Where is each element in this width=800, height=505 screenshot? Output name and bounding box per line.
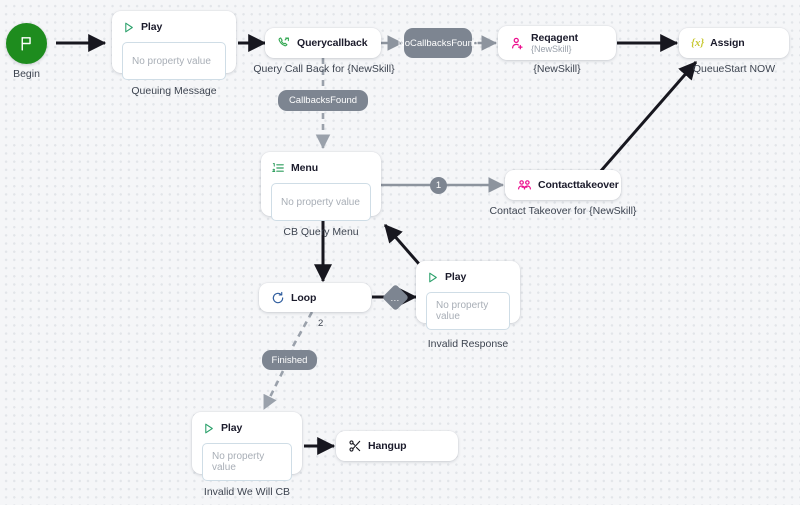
caption-invalid-we-will-cb: Invalid We Will CB	[203, 486, 291, 498]
play-icon	[122, 21, 135, 34]
node-title: Contacttakeover	[538, 179, 619, 191]
property-field[interactable]: No property value	[202, 443, 292, 481]
property-field[interactable]: No property value	[271, 183, 371, 221]
caption-queuing-message: Queuing Message	[131, 85, 217, 97]
flag-icon	[18, 35, 35, 52]
node-header: Play	[202, 420, 292, 436]
caption-cb-query-menu: CB Query Menu	[283, 226, 359, 238]
node-header: Loop	[271, 290, 316, 306]
badge-loop-default-label: ...	[390, 292, 401, 303]
person-plus-icon	[510, 36, 525, 51]
node-header: Querycallback	[277, 35, 368, 51]
scissors-icon	[348, 439, 362, 453]
badge-loop-default: ...	[382, 284, 409, 311]
badge-no-callbacks-found: NoCallbacksFound	[398, 28, 478, 58]
edge-finished-to-invalid-we-will-cb	[262, 370, 285, 410]
variable-icon: {x}	[691, 37, 705, 49]
node-cb-query-menu[interactable]: Menu No property value	[261, 152, 381, 221]
caption-invalid-response: Invalid Response	[427, 338, 509, 350]
node-header: Contacttakeover	[517, 177, 619, 193]
node-title: Assign	[710, 37, 745, 49]
phone-callback-icon	[277, 36, 291, 50]
loop-icon	[271, 291, 285, 305]
node-title: Play	[141, 21, 163, 33]
node-queuing-message[interactable]: Play No property value	[112, 11, 236, 80]
caption-querycallback: Query Call Back for {NewSkill}	[253, 63, 395, 75]
node-invalid-we-will-cb[interactable]: Play No property value	[192, 412, 302, 481]
node-header: {x} Assign	[691, 35, 745, 51]
node-title: Play	[445, 271, 467, 283]
badge-menu-option-1: 1	[430, 177, 447, 194]
node-subtitle: {NewSkill}	[531, 44, 572, 54]
badge-callbacks-found: CallbacksFound	[278, 90, 368, 111]
property-field[interactable]: No property value	[426, 292, 510, 330]
node-contacttakeover[interactable]: Contacttakeover	[505, 170, 621, 200]
play-icon	[426, 271, 439, 284]
node-invalid-response[interactable]: Play No property value	[416, 261, 520, 330]
edge-loop-to-finished	[290, 311, 314, 349]
node-loop[interactable]: Loop	[259, 283, 371, 312]
property-placeholder: No property value	[132, 55, 211, 67]
node-title-block: Reqagent {NewSkill}	[531, 32, 578, 54]
property-field[interactable]: No property value	[122, 42, 226, 80]
numbered-list-icon	[271, 161, 285, 175]
edge-label-loop-two: 2	[318, 318, 324, 329]
node-header: Menu	[271, 160, 371, 176]
node-title: Reqagent	[531, 32, 579, 44]
caption-assign: QueueStart NOW	[692, 63, 776, 75]
node-title: Play	[221, 422, 243, 434]
node-header: Play	[426, 269, 510, 285]
caption-reqagent: {NewSkill}	[533, 63, 581, 75]
node-hangup[interactable]: Hangup	[336, 431, 458, 461]
contact-takeover-icon	[517, 178, 532, 193]
property-placeholder: No property value	[436, 300, 489, 322]
property-placeholder: No property value	[281, 196, 360, 208]
node-assign[interactable]: {x} Assign	[679, 28, 789, 58]
property-placeholder: No property value	[212, 451, 265, 473]
caption-contacttakeover: Contact Takeover for {NewSkill}	[489, 205, 637, 217]
badge-finished: Finished	[262, 350, 317, 370]
node-reqagent[interactable]: Reqagent {NewSkill}	[498, 26, 616, 60]
node-title: Menu	[291, 162, 319, 174]
node-begin[interactable]	[6, 23, 47, 64]
node-title: Hangup	[368, 440, 407, 452]
node-header: Reqagent {NewSkill}	[510, 32, 578, 54]
node-title: Querycallback	[297, 37, 368, 49]
node-header: Hangup	[348, 438, 407, 454]
node-title: Loop	[291, 291, 317, 304]
caption-begin: Begin	[13, 68, 40, 80]
node-querycallback[interactable]: Querycallback	[265, 28, 381, 58]
play-icon	[202, 422, 215, 435]
node-header: Play	[122, 19, 226, 35]
edge-contacttakeover-to-assign	[598, 61, 698, 173]
